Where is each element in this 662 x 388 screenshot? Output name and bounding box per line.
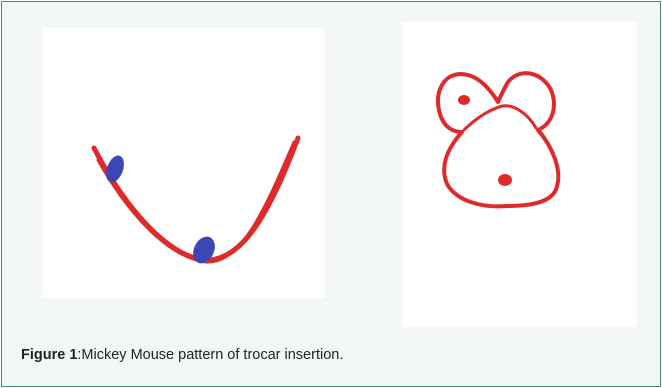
figure-caption-text: :Mickey Mouse pattern of trocar insertio… [77, 347, 343, 363]
mickey-marker-ear [458, 95, 470, 105]
figure-caption: Figure 1:Mickey Mouse pattern of trocar … [21, 347, 343, 363]
left-panel [42, 28, 325, 298]
figure-illustration [2, 2, 660, 332]
mickey-marker-face [498, 174, 512, 186]
figure-label: Figure 1 [21, 347, 77, 363]
right-panel [402, 22, 637, 327]
